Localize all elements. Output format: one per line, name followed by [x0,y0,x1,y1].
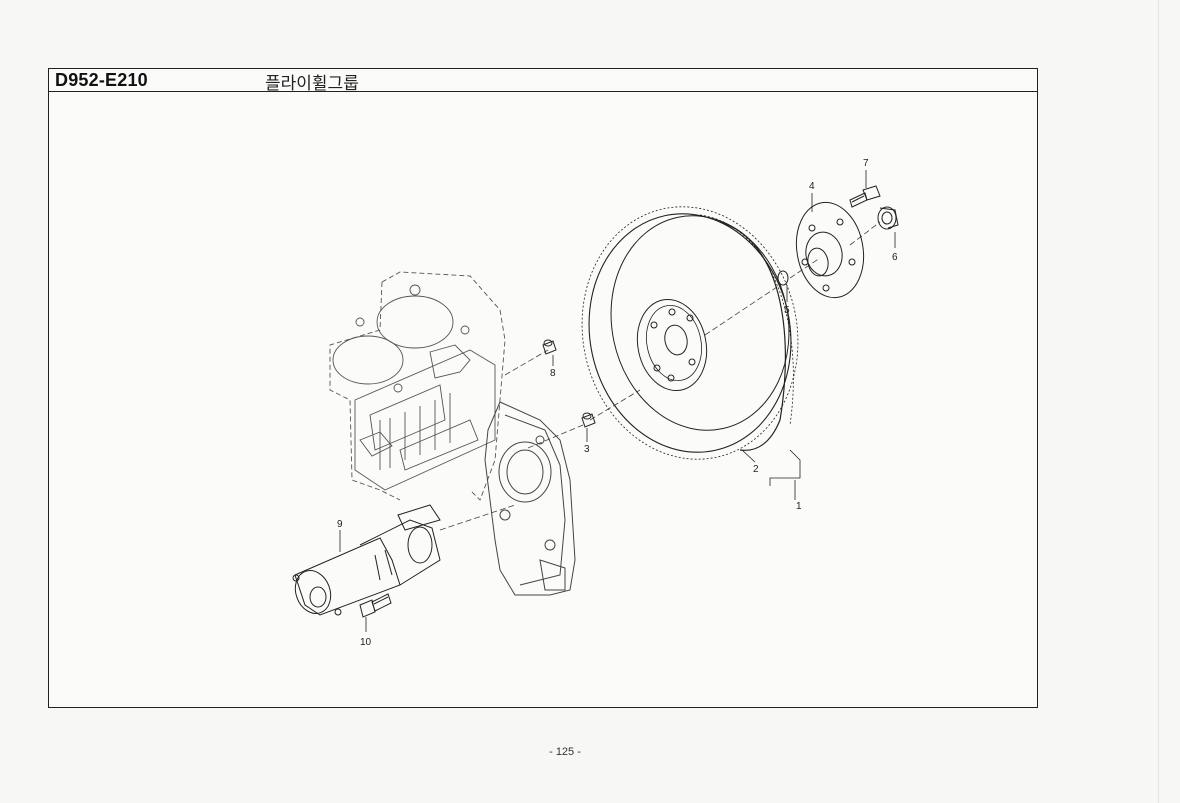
callout-9: 9 [337,519,343,530]
callout-3: 3 [584,444,590,455]
frame-header: D952-E210 플라이휠그룹 [49,69,1037,94]
bolt-7 [849,185,881,208]
snap-ring [777,270,789,286]
group-title: 플라이휠그룹 [265,74,359,94]
callout-7: 7 [863,158,869,169]
dowel-pin-3 [581,412,596,428]
callout-4: 4 [809,181,815,192]
leader-lines [339,170,896,632]
callout-5: 5 [784,305,790,316]
parts-frame: D952-E210 플라이휠그룹 [48,68,1038,708]
bushing [877,206,899,230]
page-edge [1158,0,1159,803]
page-number: - 125 - [549,746,581,758]
bolt-10 [359,593,392,618]
callout-6: 6 [892,252,898,263]
gear-case [484,401,576,596]
flange-hub [795,201,865,299]
callout-8: 8 [550,368,556,379]
dowel-pin-8 [542,339,557,355]
assembly-lines [439,221,881,531]
callout-1: 1 [796,501,802,512]
starter-motor [292,504,441,616]
group-code: D952-E210 [55,70,148,90]
callout-10: 10 [360,637,372,648]
flywheel-ring-gear [581,206,799,460]
callout-2: 2 [753,464,759,475]
engine-block [329,271,506,501]
